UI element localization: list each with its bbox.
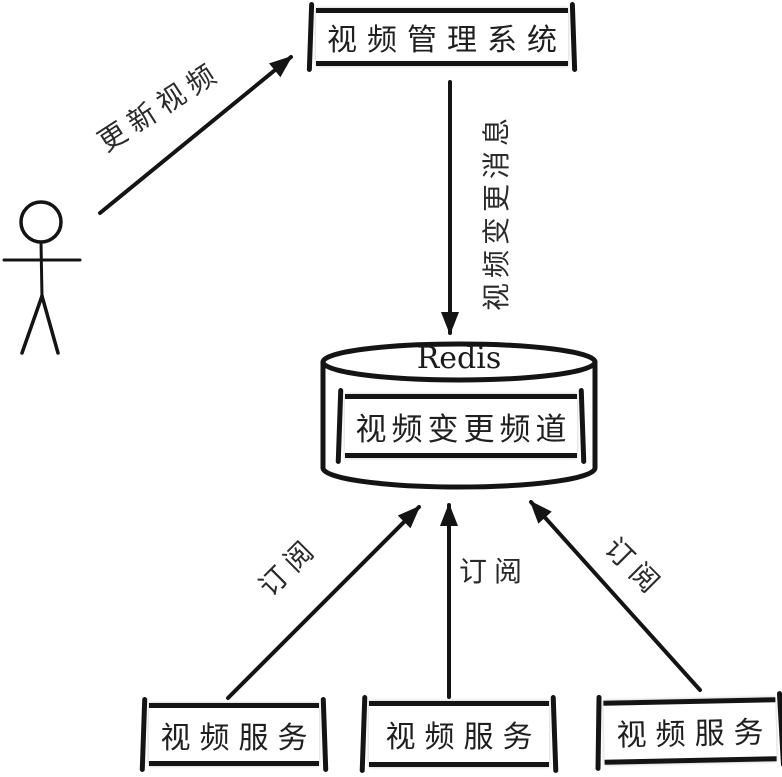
video-service-right-label: 视频服务 (616, 715, 773, 754)
node-video-management-system: 视频管理系统 (316, 8, 568, 66)
arrow-subscribe-right (529, 500, 702, 692)
cylinder-top (320, 341, 598, 383)
video-service-left-label: 视频服务 (160, 720, 317, 756)
actor-icon (2, 200, 82, 355)
video-change-channel-label: 视频变更频道 (355, 411, 572, 448)
arrow-update-video (98, 55, 293, 215)
node-video-service-middle: 视频服务 (369, 701, 549, 767)
redis-label: Redis (416, 341, 502, 376)
video-service-middle-label: 视频服务 (385, 720, 542, 755)
node-video-change-channel: 视频变更频道 (345, 394, 577, 458)
actor-left-leg (20, 294, 44, 355)
actor-right-leg (40, 294, 60, 355)
arrow-subscribe-left (226, 505, 421, 700)
edge-label-video-change-message: 视频变更消息 (480, 113, 513, 312)
edge-label-subscribe-middle: 订阅 (458, 555, 529, 588)
node-video-service-left: 视频服务 (149, 703, 319, 766)
node-video-service-right: 视频服务 (603, 697, 777, 765)
actor-torso (39, 240, 44, 299)
video-management-system-label: 视频管理系统 (327, 23, 567, 58)
actor-head (19, 200, 63, 244)
